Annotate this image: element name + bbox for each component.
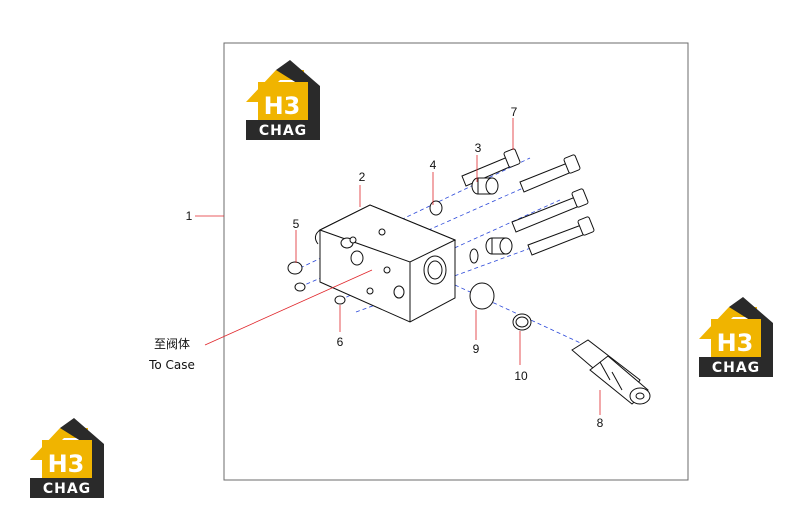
svg-text:H3: H3 bbox=[717, 329, 754, 357]
watermark-logo-right: H3 CHAG bbox=[699, 297, 773, 377]
callout-9: 9 bbox=[473, 342, 480, 356]
to-case-note: 至阀体 To Case bbox=[148, 337, 195, 372]
diagram-frame bbox=[223, 42, 689, 481]
callout-2: 2 bbox=[359, 170, 366, 184]
watermark-logo-top: H3 CHAG bbox=[246, 60, 320, 140]
callout-8: 8 bbox=[597, 416, 604, 430]
svg-text:H3: H3 bbox=[264, 92, 301, 120]
plug-part-6 bbox=[334, 295, 346, 305]
callout-4: 4 bbox=[430, 158, 437, 172]
watermark-logo-bottom: H3 CHAG bbox=[30, 418, 104, 498]
valve-body-part-2 bbox=[314, 204, 457, 323]
plug-part-4 bbox=[429, 200, 443, 216]
connector-part-8 bbox=[571, 339, 651, 405]
callout-10: 10 bbox=[514, 369, 528, 383]
callout-5: 5 bbox=[293, 217, 300, 231]
plug-part-5 bbox=[287, 261, 303, 275]
note-chinese: 至阀体 bbox=[154, 337, 190, 351]
plugs-and-orings bbox=[287, 200, 532, 331]
svg-text:CHAG: CHAG bbox=[712, 360, 760, 376]
svg-text:CHAG: CHAG bbox=[259, 123, 307, 139]
svg-text:CHAG: CHAG bbox=[43, 481, 91, 497]
fitting-part-3 bbox=[471, 177, 513, 255]
svg-text:H3: H3 bbox=[48, 450, 85, 478]
callout-6: 6 bbox=[337, 335, 344, 349]
callout-1: 1 bbox=[186, 209, 193, 223]
callout-3: 3 bbox=[475, 141, 482, 155]
callout-7: 7 bbox=[511, 105, 518, 119]
callout-labels: 1 2 3 4 5 6 7 8 9 10 bbox=[186, 105, 604, 430]
note-english: To Case bbox=[148, 358, 195, 372]
leader-lines bbox=[195, 118, 601, 415]
socket-screws-part-7 bbox=[461, 148, 595, 256]
plug-part-9 bbox=[469, 282, 495, 310]
